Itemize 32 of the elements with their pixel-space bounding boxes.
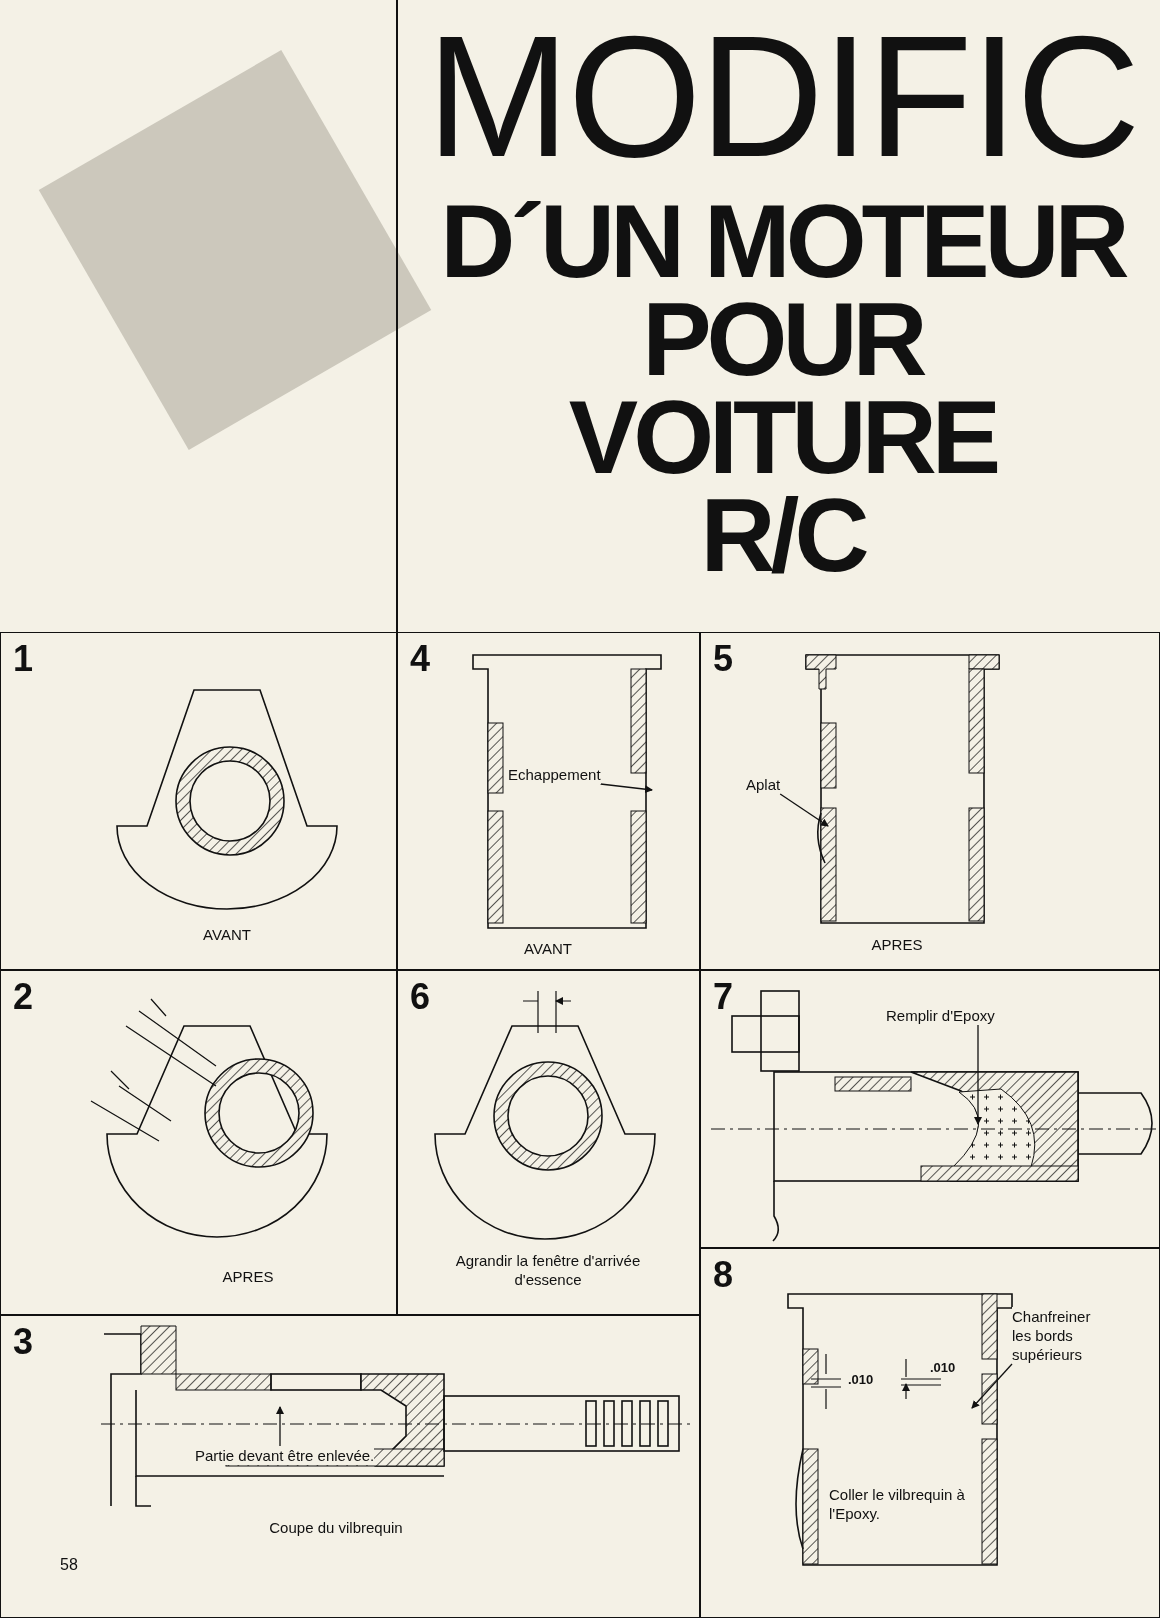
leader-line xyxy=(599,783,653,794)
page-number: 58 xyxy=(60,1556,78,1574)
panel-label: APRES xyxy=(870,935,924,954)
step-number: 8 xyxy=(713,1255,734,1295)
leader-line xyxy=(779,793,829,827)
panel xyxy=(700,632,1160,970)
dimension-label: .010 xyxy=(848,1372,874,1387)
panel xyxy=(0,970,397,1315)
leader-line xyxy=(971,1363,1013,1409)
panel-label: AVANT xyxy=(523,939,573,958)
dimension-label: .010 xyxy=(930,1360,956,1375)
panel-label: Agrandir la fenêtre d'arrivée d'essence xyxy=(454,1251,642,1289)
panel-label: APRES xyxy=(221,1267,275,1286)
panel-label: Coupe du vilbrequin xyxy=(268,1518,404,1537)
callout-label: Partie devant être enlevée. xyxy=(195,1446,375,1465)
panel xyxy=(397,632,700,970)
step-number: 6 xyxy=(410,977,431,1017)
step-number: 7 xyxy=(713,977,734,1017)
panel xyxy=(397,970,700,1315)
step-number: 5 xyxy=(713,639,734,679)
panel xyxy=(700,1248,1160,1618)
step-number: 3 xyxy=(13,1322,34,1362)
panel-label: AVANT xyxy=(202,925,252,944)
step-number: 2 xyxy=(13,977,34,1017)
panel xyxy=(0,1315,700,1618)
step-number: 1 xyxy=(13,639,34,679)
panel-label: Coller le vilbrequin à l'Epoxy. xyxy=(829,1485,966,1523)
page-title: MODIFIC D´UN MOTEUR POUR VOITURE R/C xyxy=(425,10,1140,584)
step-number: 4 xyxy=(410,639,431,679)
leader-line xyxy=(974,1024,982,1125)
panel xyxy=(0,632,397,970)
leader-line xyxy=(276,1406,284,1447)
